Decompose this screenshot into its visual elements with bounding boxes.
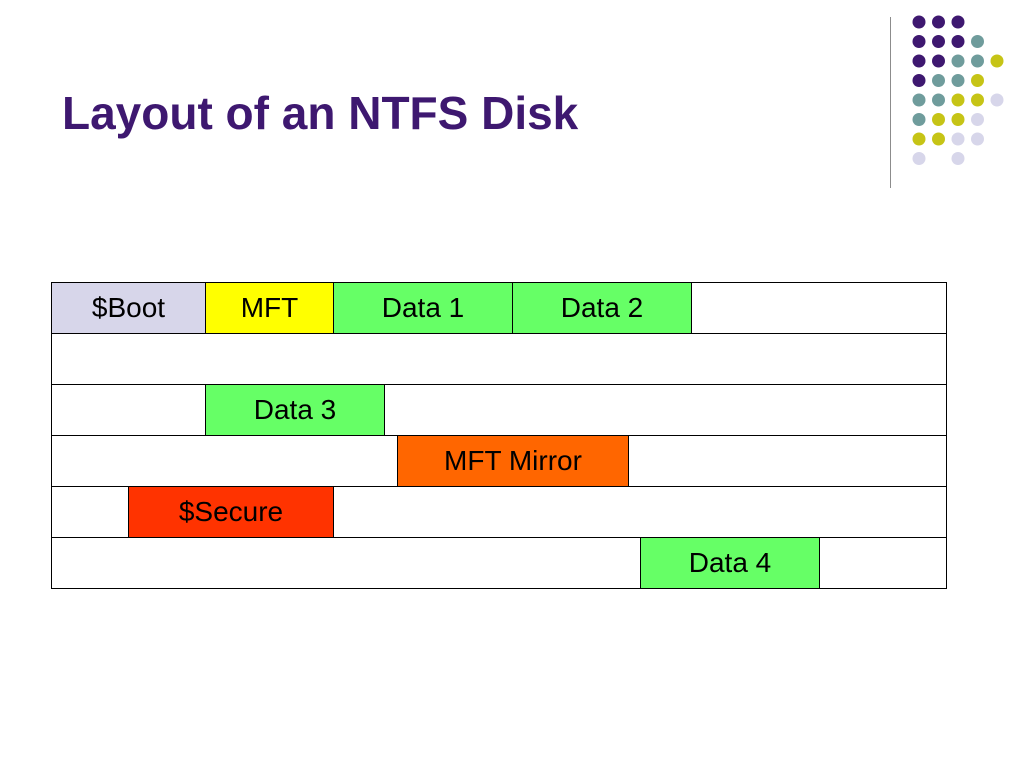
boot-block: $Boot [51, 282, 206, 334]
mft-block: MFT [205, 282, 334, 334]
secure-block: $Secure [128, 486, 334, 538]
decorative-dot [932, 113, 945, 126]
decorative-dot [951, 113, 965, 126]
decorative-dot [932, 35, 945, 48]
decorative-dot [912, 15, 926, 29]
decorative-dot [971, 35, 984, 48]
header-divider [890, 17, 891, 188]
slide-title: Layout of an NTFS Disk [62, 87, 579, 139]
decorative-dot [951, 74, 965, 87]
disk-layout: $Boot MFT Data 1 Data 2 Data 3 MFT Mirro… [51, 282, 947, 589]
decorative-dot [951, 93, 965, 107]
decorative-dot [912, 54, 926, 68]
data-4-block: Data 4 [640, 537, 820, 589]
decorative-dot [951, 15, 965, 29]
decorative-dot [912, 93, 926, 107]
decorative-dot [912, 35, 926, 48]
decorative-dot [912, 74, 926, 87]
dot-grid-decoration [912, 15, 1004, 165]
decorative-dot [971, 132, 984, 146]
data-1-block: Data 1 [333, 282, 513, 334]
decorative-dot [971, 93, 984, 107]
row-divider [52, 384, 946, 385]
decorative-dot [971, 113, 984, 126]
mft-mirror-block: MFT Mirror [397, 435, 629, 487]
decorative-dot [951, 35, 965, 48]
data-3-block: Data 3 [205, 384, 385, 436]
decorative-dot [912, 152, 926, 165]
data-2-block: Data 2 [512, 282, 692, 334]
decorative-dot [912, 113, 926, 126]
decorative-dot [951, 132, 965, 146]
decorative-dot [951, 54, 965, 68]
decorative-dot [932, 54, 945, 68]
decorative-dot [951, 152, 965, 165]
decorative-dot [971, 54, 984, 68]
decorative-dot [990, 93, 1004, 107]
decorative-dot [912, 132, 926, 146]
decorative-dot [932, 15, 945, 29]
row-divider [52, 537, 946, 538]
decorative-dot [971, 74, 984, 87]
decorative-dot [990, 54, 1004, 68]
decorative-dot [932, 132, 945, 146]
decorative-dot [932, 74, 945, 87]
decorative-dot [932, 93, 945, 107]
